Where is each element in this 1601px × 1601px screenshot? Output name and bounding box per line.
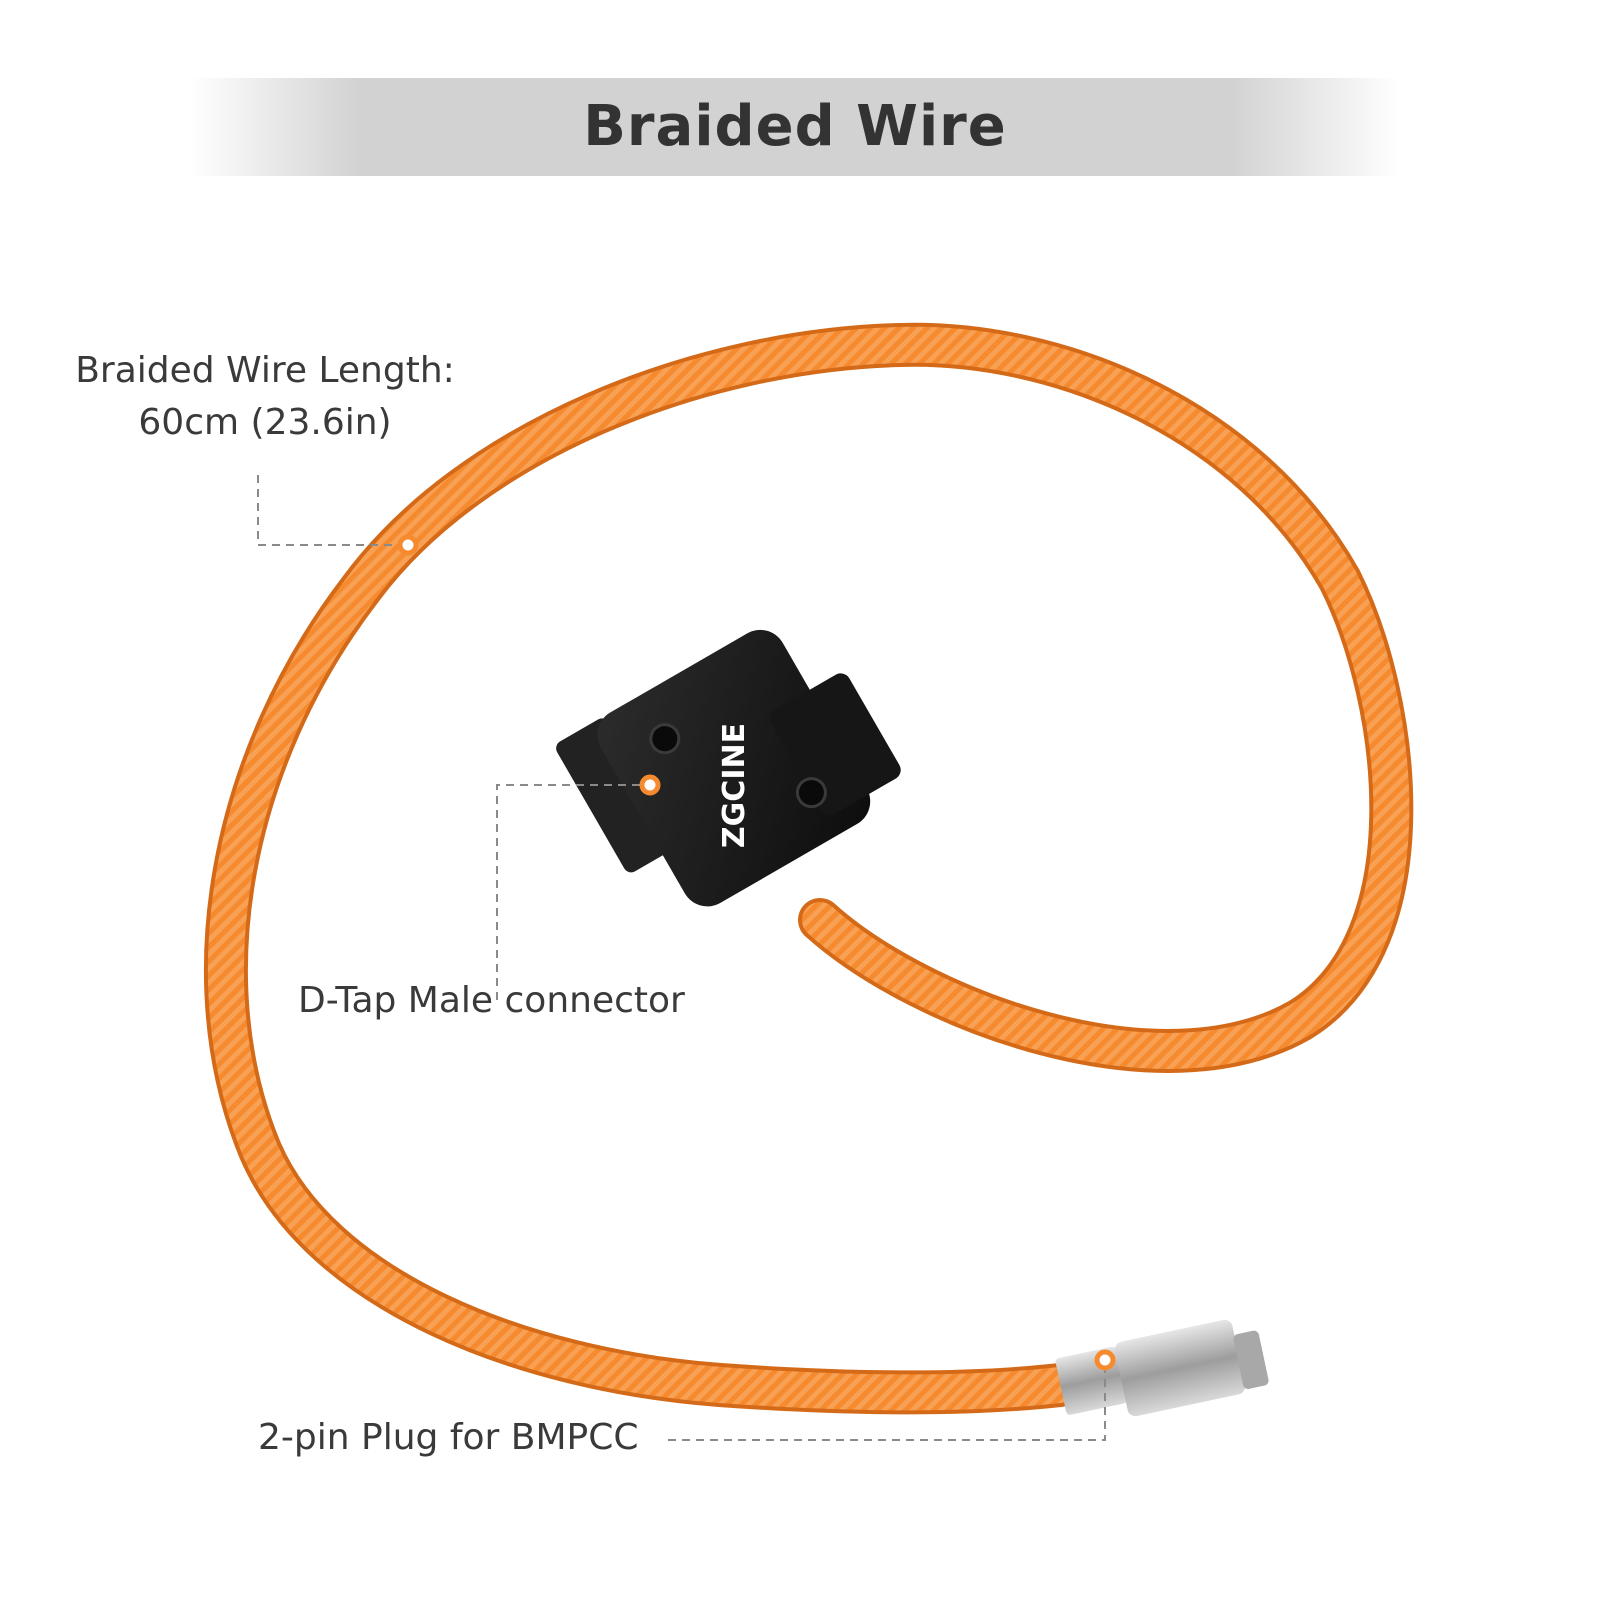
page-title: Braided Wire [583,94,1007,159]
wire-length-marker-icon [397,534,419,556]
plug-callout-label: 2-pin Plug for BMPCC [258,1417,639,1458]
wire-length-leader-line [257,475,408,546]
bmpcc-plug [1055,1319,1269,1417]
wire-length-label: Braided Wire Length: [75,350,455,391]
dtap-leader-line [496,784,650,1000]
title-banner: Braided Wire [190,78,1400,176]
brand-logo: ZGCINE [717,723,752,848]
screw-icon [795,777,827,809]
dtap-prong [556,718,678,873]
dtap-strain-relief [770,673,901,815]
dtap-callout-label: D-Tap Male connector [298,980,685,1021]
dtap-marker-icon [639,774,661,796]
wire-length-callout: Braided Wire Length: 60cm (23.6in) [40,345,490,449]
wire-length-value: 60cm (23.6in) [138,402,392,443]
plug-leader-line [668,1360,1106,1441]
screw-icon [649,723,681,755]
dtap-connector: ZGCINE [556,629,901,907]
plug-marker-icon [1094,1349,1116,1371]
braided-cable [203,322,1414,1415]
